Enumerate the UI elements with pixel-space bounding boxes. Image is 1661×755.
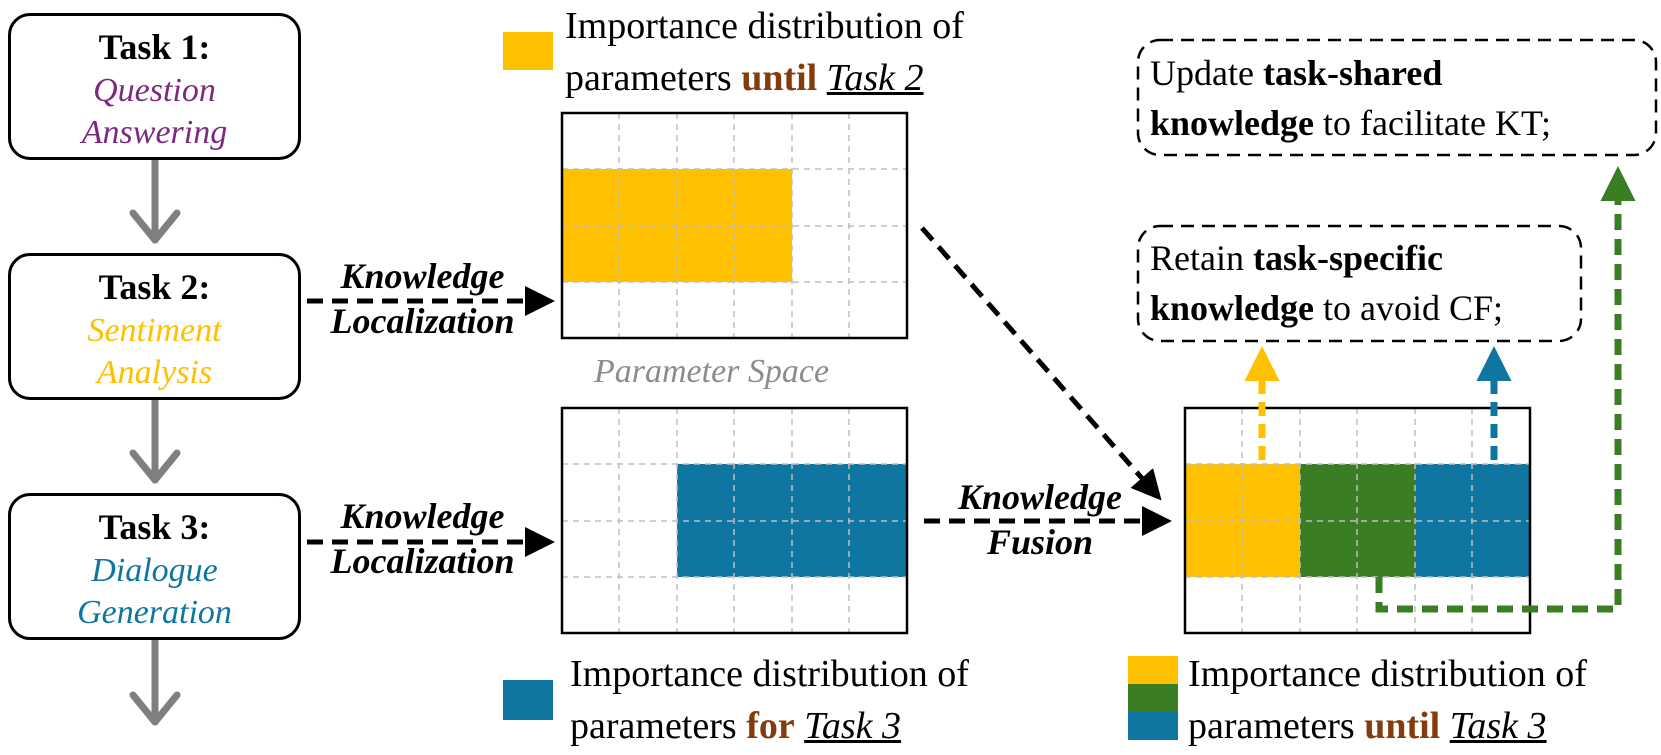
legend-bl-line1: Importance distribution of [570,653,969,695]
task-2-name-line1: Sentiment [87,312,222,349]
note-specific-b1: task-specific [1252,238,1443,278]
task-box-1: Task 1: Question Answering [8,13,301,160]
task-box-3: Task 3: Dialogue Generation [8,493,301,640]
task-2-title: Task 2: [98,267,211,307]
legend-br-line2: parameters until Task 3 [1188,700,1587,752]
legend-top: Importance distribution of parameters un… [565,0,964,104]
legend-swatch-blue-bottom [503,680,553,720]
localization-label-2: Knowledge Localization [315,494,530,584]
note-specific-p1: Retain [1150,238,1253,278]
task-2-name-line2: Analysis [96,354,213,391]
note-specific-b2: knowledge [1150,288,1315,328]
note-specific-text: Retain task-specific knowledge to avoid … [1150,233,1503,333]
legend-bl-line2: parameters for Task 3 [570,700,969,752]
legend-bottom-right: Importance distribution of parameters un… [1188,648,1587,752]
note-shared-box [1136,38,1658,157]
fusion-label-line1: Knowledge [957,477,1122,517]
legend-top-start: parameters [565,57,742,99]
green-shared-arrow [1375,166,1636,613]
note-shared-b2: knowledge [1150,103,1315,143]
localization-label-2-line1: Knowledge [340,496,505,536]
task-3-name-line1: Dialogue [91,552,218,589]
legend-bl-start: parameters [570,705,747,747]
legend-top-task: Task 2 [826,57,924,99]
legend-bl-task: Task 3 [804,705,902,747]
legend-br-start: parameters [1188,705,1365,747]
merge-arrow [920,226,1162,501]
localization-label-2-line2: Localization [330,541,515,581]
flow-arrow-3-next [129,636,181,726]
note-shared-p2: to facilitate KT; [1314,103,1551,143]
task-3-name-line2: Generation [77,594,232,631]
grid-task2 [560,111,909,340]
note-specific-line1: Retain task-specific [1150,233,1503,283]
flow-arrow-1-2 [129,156,181,244]
task-box-2: Task 2: Sentiment Analysis [8,253,301,400]
fusion-label: Knowledge Fusion [935,475,1145,565]
parameter-space-label: Parameter Space [594,353,830,390]
note-shared-text: Update task-shared knowledge to facilita… [1150,48,1551,148]
legend-br-line1: Importance distribution of [1188,653,1587,695]
legend-br-task: Task 3 [1449,705,1547,747]
note-specific-line2: knowledge to avoid CF; [1150,283,1503,333]
legend-top-line1: Importance distribution of [565,5,964,47]
grid-task3 [560,406,909,635]
legend-swatch-stack [1128,656,1178,740]
task-3-title: Task 3: [98,507,211,547]
legend-br-keyword: until [1364,705,1441,747]
note-shared-b1: task-shared [1262,53,1443,93]
localization-label-1-line2: Localization [330,301,515,341]
note-shared-p1: Update [1150,53,1263,93]
localization-label-1: Knowledge Localization [315,254,530,344]
fusion-label-line2: Fusion [986,522,1094,562]
legend-bl-keyword: for [746,705,795,747]
legend-top-keyword: until [741,57,818,99]
task-1-title: Task 1: [98,27,211,67]
task-1-name-line2: Answering [81,114,228,151]
legend-bottom-left: Importance distribution of parameters fo… [570,648,969,752]
flow-arrow-2-3 [129,396,181,484]
note-specific-box [1136,224,1583,343]
task-flow-arrows [129,156,181,726]
legend-top-line2: parameters until Task 2 [565,52,964,104]
note-shared-line2: knowledge to facilitate KT; [1150,98,1551,148]
localization-label-1-line1: Knowledge [340,256,505,296]
grid-fused [1183,406,1532,635]
note-specific-p2: to avoid CF; [1314,288,1504,328]
legend-swatch-yellow-top [503,32,553,70]
note-shared-line1: Update task-shared [1150,48,1551,98]
task-1-name-line1: Question [93,72,216,109]
